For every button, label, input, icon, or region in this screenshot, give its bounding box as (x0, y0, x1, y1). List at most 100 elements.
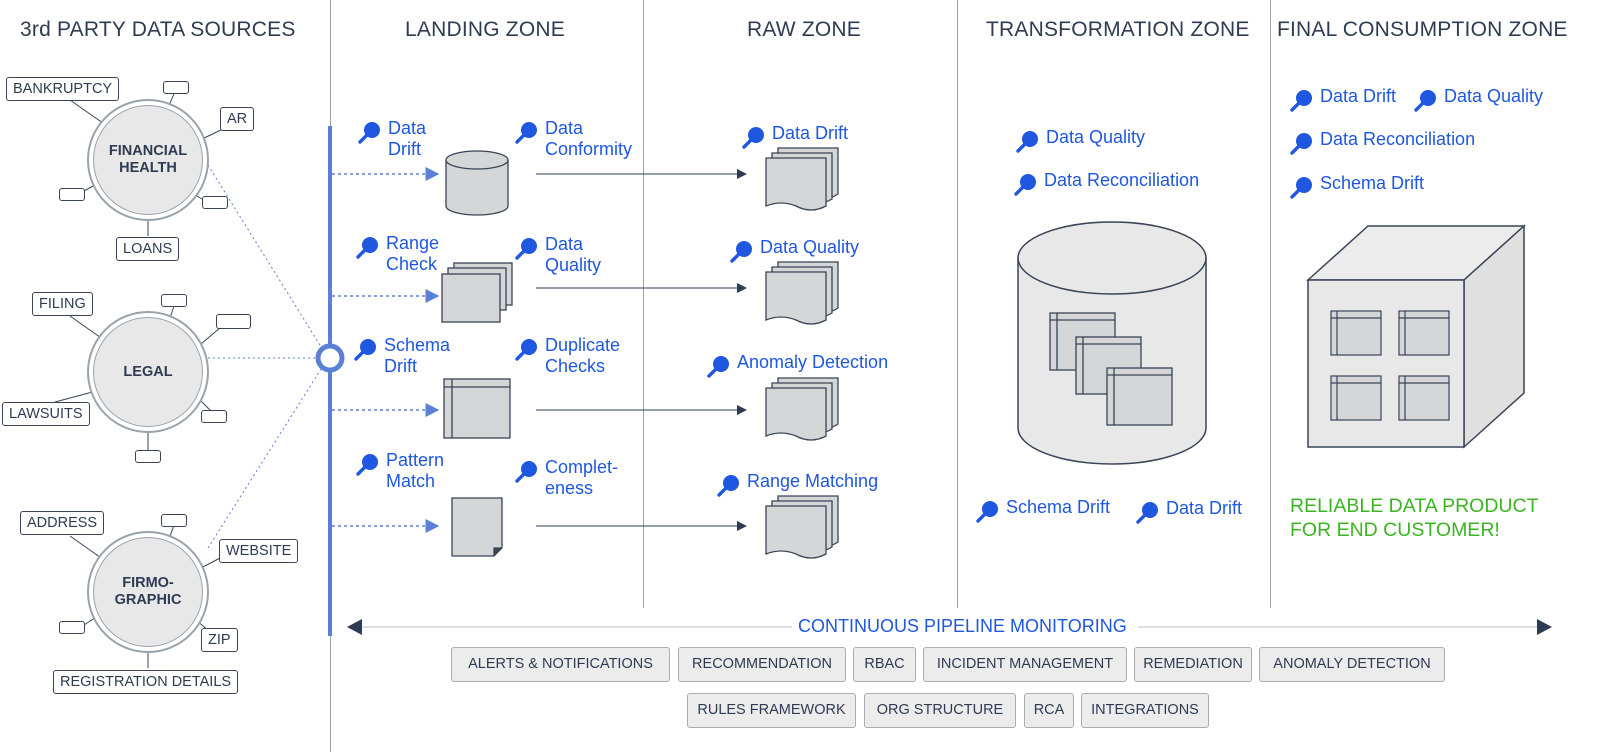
data-product-cube-icon (1306, 224, 1526, 449)
landing-check: Duplicate Checks (515, 335, 620, 377)
feature-integrations: INTEGRATIONS (1081, 693, 1209, 728)
landing-check: Data Quality (515, 234, 601, 276)
reliable-data-product-label: RELIABLE DATA PRODUCT FOR END CUSTOMER! (1290, 495, 1539, 541)
tag-placeholder (216, 314, 251, 329)
magnifier-icon (1016, 131, 1038, 153)
zone-divider (1270, 0, 1271, 608)
consumption-check: Data Quality (1414, 86, 1543, 112)
feature-incident-management: INCIDENT MANAGEMENT (923, 647, 1127, 682)
tag-filing: FILING (32, 292, 93, 316)
check-label: Duplicate Checks (545, 335, 621, 376)
tag-website: WEBSITE (219, 539, 299, 563)
raw-check: Data Quality (730, 237, 859, 263)
tag-placeholder (135, 450, 161, 463)
feature-org-structure: ORG STRUCTURE (864, 693, 1016, 728)
check-label: Range Check (386, 233, 440, 274)
magnifier-icon (515, 339, 537, 361)
check-label: Schema Drift (1006, 497, 1111, 517)
magnifier-icon (707, 356, 729, 378)
magnifier-icon (515, 122, 537, 144)
tag-placeholder (59, 621, 85, 634)
check-label: Data Quality (1444, 86, 1544, 106)
magnifier-icon (354, 339, 376, 361)
magnifier-icon (976, 501, 998, 523)
magnifier-icon (515, 461, 537, 483)
check-label: Data Reconciliation (1044, 170, 1200, 190)
magnifier-icon (1136, 502, 1158, 524)
consumption-check: Data Reconciliation (1290, 129, 1475, 155)
magnifier-icon (1290, 133, 1312, 155)
zone-title-landing: LANDING ZONE (405, 18, 565, 41)
transformation-check: Data Quality (1016, 127, 1145, 153)
check-label: Data Conformity (545, 118, 633, 159)
landing-check: Data Conformity (515, 118, 632, 160)
landing-check: Schema Drift (354, 335, 450, 377)
check-label: Anomaly Detection (737, 352, 889, 372)
tag-ar: AR (220, 107, 255, 131)
landing-check: Pattern Match (356, 450, 444, 492)
feature-recommendation: RECOMMENDATION (678, 647, 846, 682)
magnifier-icon (356, 237, 378, 259)
transformation-check: Schema Drift (976, 497, 1110, 523)
check-label: Data Reconciliation (1320, 129, 1476, 149)
tag-placeholder (202, 196, 228, 209)
tag-placeholder (59, 188, 85, 201)
cube-windows-icon (1330, 310, 1450, 421)
check-label: Complet- eness (545, 457, 619, 498)
monitoring-title: CONTINUOUS PIPELINE MONITORING (798, 616, 1127, 636)
landing-check: Data Drift (358, 118, 426, 160)
check-label: Data Drift (388, 118, 427, 159)
tag-placeholder (201, 410, 227, 423)
pipeline-node (315, 343, 345, 373)
magnifier-icon (1290, 177, 1312, 199)
zone-divider (957, 0, 958, 608)
check-label: Data Drift (1166, 498, 1243, 518)
magnifier-icon (742, 127, 764, 149)
tag-placeholder (161, 294, 187, 307)
tag-lawsuits: LAWSUITS (2, 402, 90, 426)
check-label: Schema Drift (384, 335, 451, 376)
landing-table-icon (443, 378, 511, 439)
magnifier-icon (730, 241, 752, 263)
feature-remediation: REMEDIATION (1134, 647, 1252, 682)
magnifier-icon (358, 122, 380, 144)
transformation-check: Data Drift (1136, 498, 1242, 524)
magnifier-icon (717, 475, 739, 497)
landing-document-icon (451, 497, 503, 557)
landing-files-icon (441, 262, 513, 323)
monitoring-double-arrow (347, 619, 1552, 635)
zone-title-consumption: FINAL CONSUMPTION ZONE (1277, 18, 1568, 41)
check-label: Data Drift (772, 123, 849, 143)
magnifier-icon (515, 238, 537, 260)
firmographic-hub: FIRMO- GRAPHIC (93, 537, 203, 647)
feature-rules-framework: RULES FRAMEWORK (687, 693, 856, 728)
tag-loans: LOANS (116, 237, 180, 261)
check-label: Pattern Match (386, 450, 445, 491)
raw-stack-icons (765, 147, 839, 559)
feature-alerts-notifications: ALERTS & NOTIFICATIONS (451, 647, 670, 682)
financial-health-hub: FINANCIAL HEALTH (93, 105, 203, 215)
tag-placeholder (161, 514, 187, 527)
landing-cylinder-icon (445, 150, 509, 216)
feature-rbac: RBAC (853, 647, 916, 682)
zone-title-transformation: TRANSFORMATION ZONE (986, 18, 1250, 41)
check-label: Data Quality (760, 237, 860, 257)
consumption-check: Schema Drift (1290, 173, 1424, 199)
tag-registration-details: REGISTRATION DETAILS (53, 670, 239, 694)
feature-rca: RCA (1024, 693, 1074, 728)
zone-title-raw: RAW ZONE (747, 18, 861, 41)
feature-anomaly-detection: ANOMALY DETECTION (1259, 647, 1445, 682)
legal-hub: LEGAL (93, 317, 203, 427)
source-links (207, 164, 329, 549)
zone-divider (643, 0, 644, 608)
magnifier-icon (1290, 90, 1312, 112)
check-label: Range Matching (747, 471, 879, 491)
check-label: Schema Drift (1320, 173, 1425, 193)
raw-check: Anomaly Detection (707, 352, 888, 378)
raw-check: Range Matching (717, 471, 878, 497)
magnifier-icon (1414, 90, 1436, 112)
tag-bankruptcy: BANKRUPTCY (6, 77, 120, 101)
flow-arrows (536, 169, 747, 531)
zone-title-sources: 3rd PARTY DATA SOURCES (20, 18, 296, 41)
